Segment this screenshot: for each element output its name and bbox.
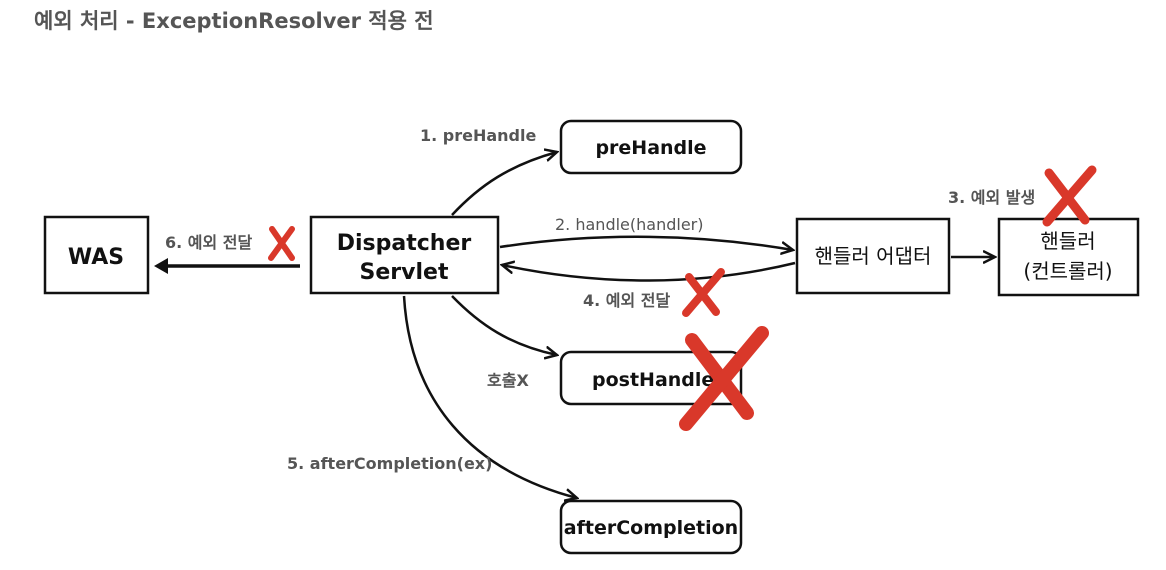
aftercompletion-box: afterCompletion bbox=[559, 499, 743, 555]
handler-adapter-box: 핸들러 어댑터 bbox=[795, 217, 951, 295]
label-handle: 2. handle(handler) bbox=[555, 215, 703, 234]
aftercompletion-label: afterCompletion bbox=[564, 517, 738, 539]
cross-icon-was bbox=[268, 226, 295, 261]
label-exception-pass-6: 6. 예외 전달 bbox=[165, 233, 253, 252]
cross-icon-posthandle bbox=[679, 326, 769, 431]
cross-icon-handler bbox=[1042, 165, 1097, 227]
arrow-to-was-head bbox=[154, 258, 168, 274]
posthandle-box: postHandle bbox=[559, 350, 743, 406]
prehandle-box: preHandle bbox=[559, 119, 743, 175]
label-prehandle: 1. preHandle bbox=[420, 126, 536, 145]
arrow-exception-return bbox=[502, 263, 796, 282]
arrow-posthandle bbox=[451, 295, 557, 355]
page-title: 예외 처리 - ExceptionResolver 적용 전 bbox=[34, 9, 434, 33]
label-exception-occurred: 3. 예외 발생 bbox=[948, 188, 1035, 207]
handler-label-line1: 핸들러 bbox=[1040, 229, 1095, 253]
dispatcher-label-line2: Servlet bbox=[360, 260, 449, 285]
posthandle-label: postHandle bbox=[592, 369, 714, 391]
label-not-called: 호출X bbox=[487, 371, 529, 390]
handler-box: 핸들러 (컨트롤러) bbox=[997, 217, 1140, 297]
cross-icon-exception-return bbox=[682, 268, 725, 317]
prehandle-label: preHandle bbox=[595, 137, 706, 159]
was-box: WAS bbox=[43, 215, 150, 295]
label-exception-pass-4: 4. 예외 전달 bbox=[583, 291, 671, 310]
dispatcher-servlet-box: Dispatcher Servlet bbox=[309, 215, 500, 295]
dispatcher-label-line1: Dispatcher bbox=[337, 231, 472, 256]
arrow-prehandle bbox=[451, 152, 557, 216]
handler-adapter-label: 핸들러 어댑터 bbox=[815, 244, 932, 268]
was-label: WAS bbox=[68, 245, 124, 270]
handler-label-line2: (컨트롤러) bbox=[1023, 259, 1112, 283]
arrow-handle bbox=[499, 235, 793, 250]
label-aftercompletion: 5. afterCompletion(ex) bbox=[287, 454, 492, 473]
arrow-aftercompletion bbox=[402, 295, 577, 498]
